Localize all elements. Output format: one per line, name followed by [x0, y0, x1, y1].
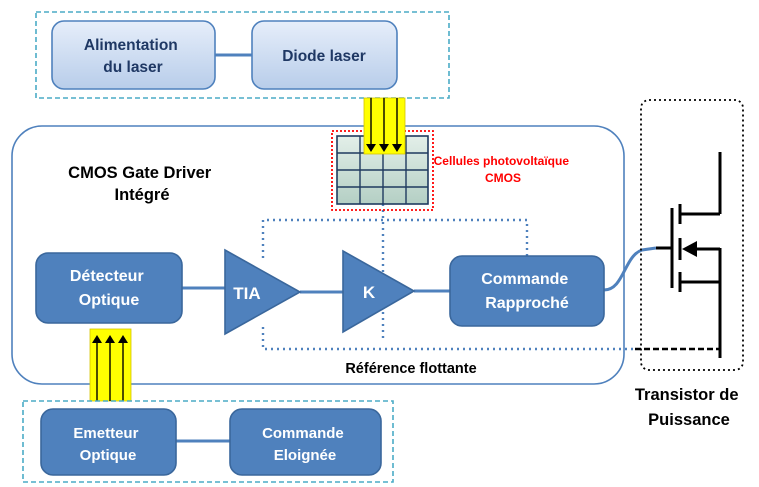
commande-rapproche-box	[449, 255, 605, 327]
mosfet-arrow	[682, 241, 697, 257]
commande-eloignee-label: Commande Eloignée	[262, 425, 348, 464]
pv-cells-label: Cellules photovoltaïque CMOS	[434, 154, 573, 185]
mosfet-symbol	[656, 152, 722, 358]
transistor-label: Transistor de Puissance	[635, 386, 743, 429]
cmos-driver-border	[11, 125, 625, 385]
laser-beam-bottom	[89, 328, 132, 402]
alimentation-label: Alimentation du laser	[84, 37, 182, 76]
signal-lines	[181, 246, 657, 294]
k-amplifier	[342, 249, 416, 334]
pv-cells-border	[331, 130, 434, 211]
commande-rapproche-label: Commande Rapproché	[481, 271, 573, 312]
laser-beam-top	[363, 97, 406, 155]
emetteur-optique-box	[40, 408, 177, 476]
reference-flottante-label: Référence flottante	[345, 361, 476, 377]
tia-label: TIA	[233, 284, 260, 303]
laser-group-border	[35, 11, 450, 99]
alimentation-box	[51, 20, 216, 90]
transistor-border	[640, 99, 744, 371]
reference-dotted-lines	[261, 204, 635, 351]
commande-eloignee-box	[229, 408, 382, 476]
detecteur-optique-box	[35, 252, 183, 324]
detecteur-optique-label: Détecteur Optique	[70, 268, 148, 309]
diode-laser-label: Diode laser	[282, 48, 366, 65]
tia-amplifier	[224, 248, 302, 336]
diode-laser-box	[251, 20, 398, 90]
cmos-driver-title: CMOS Gate Driver Intégré	[68, 164, 216, 204]
emetteur-optique-label: Emetteur Optique	[73, 425, 142, 464]
emitter-group-border	[22, 400, 394, 483]
k-label: K	[363, 283, 376, 302]
